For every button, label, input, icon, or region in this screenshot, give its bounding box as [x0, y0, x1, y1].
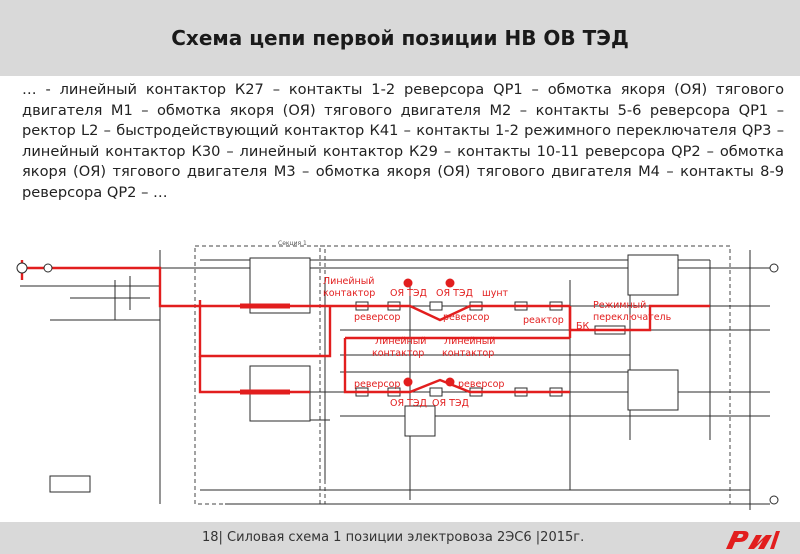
- label-reversor-top-right: реверсор: [443, 312, 489, 323]
- label-shunt: шунт: [482, 288, 509, 299]
- label-oya-ted-1: ОЯ ТЭД: [390, 288, 427, 299]
- label-oya-ted-2: ОЯ ТЭД: [436, 288, 473, 299]
- footer-band: [0, 522, 800, 554]
- label-oya-ted-4: ОЯ ТЭД: [432, 398, 469, 409]
- label-reversor-bottom-right: реверсор: [458, 379, 504, 390]
- label-reversor-top-left: реверсор: [354, 312, 400, 323]
- current-path-thick: [240, 303, 290, 395]
- label-mode-switch-2: переключатель: [593, 312, 672, 323]
- slide-title: Схема цепи первой позиции НВ ОВ ТЭД: [171, 26, 629, 50]
- label-line-contactor-top-1: Линейный: [323, 276, 374, 287]
- label-line-contactor-mid-b1: Линейный: [444, 336, 495, 347]
- motor-dots: [403, 278, 455, 387]
- title-band: [0, 0, 800, 76]
- label-reactor: реактор: [523, 315, 564, 326]
- section-label: Секция 1: [278, 240, 307, 247]
- footer-text: 18| Силовая схема 1 позиции электровоза …: [202, 530, 585, 545]
- label-line-contactor-top-2: контактор: [323, 288, 375, 299]
- slide-description: … - линейный контактор К27 – контакты 1-…: [22, 81, 784, 201]
- circuit-diagram: Секция 1: [16, 240, 779, 510]
- rzd-logo-icon: [726, 531, 780, 549]
- label-line-contactor-mid-a2: контактор: [372, 348, 424, 359]
- label-line-contactor-mid-b2: контактор: [442, 348, 494, 359]
- label-reversor-bottom-left: реверсор: [354, 379, 400, 390]
- terminals: [16, 262, 779, 505]
- label-bk: БК: [576, 321, 590, 332]
- label-mode-switch-1: Режимный: [593, 300, 646, 311]
- diagram-labels: Линейный контактор ОЯ ТЭД ОЯ ТЭД шунт ре…: [323, 276, 672, 409]
- label-line-contactor-mid-a1: Линейный: [375, 336, 426, 347]
- label-oya-ted-3: ОЯ ТЭД: [390, 398, 427, 409]
